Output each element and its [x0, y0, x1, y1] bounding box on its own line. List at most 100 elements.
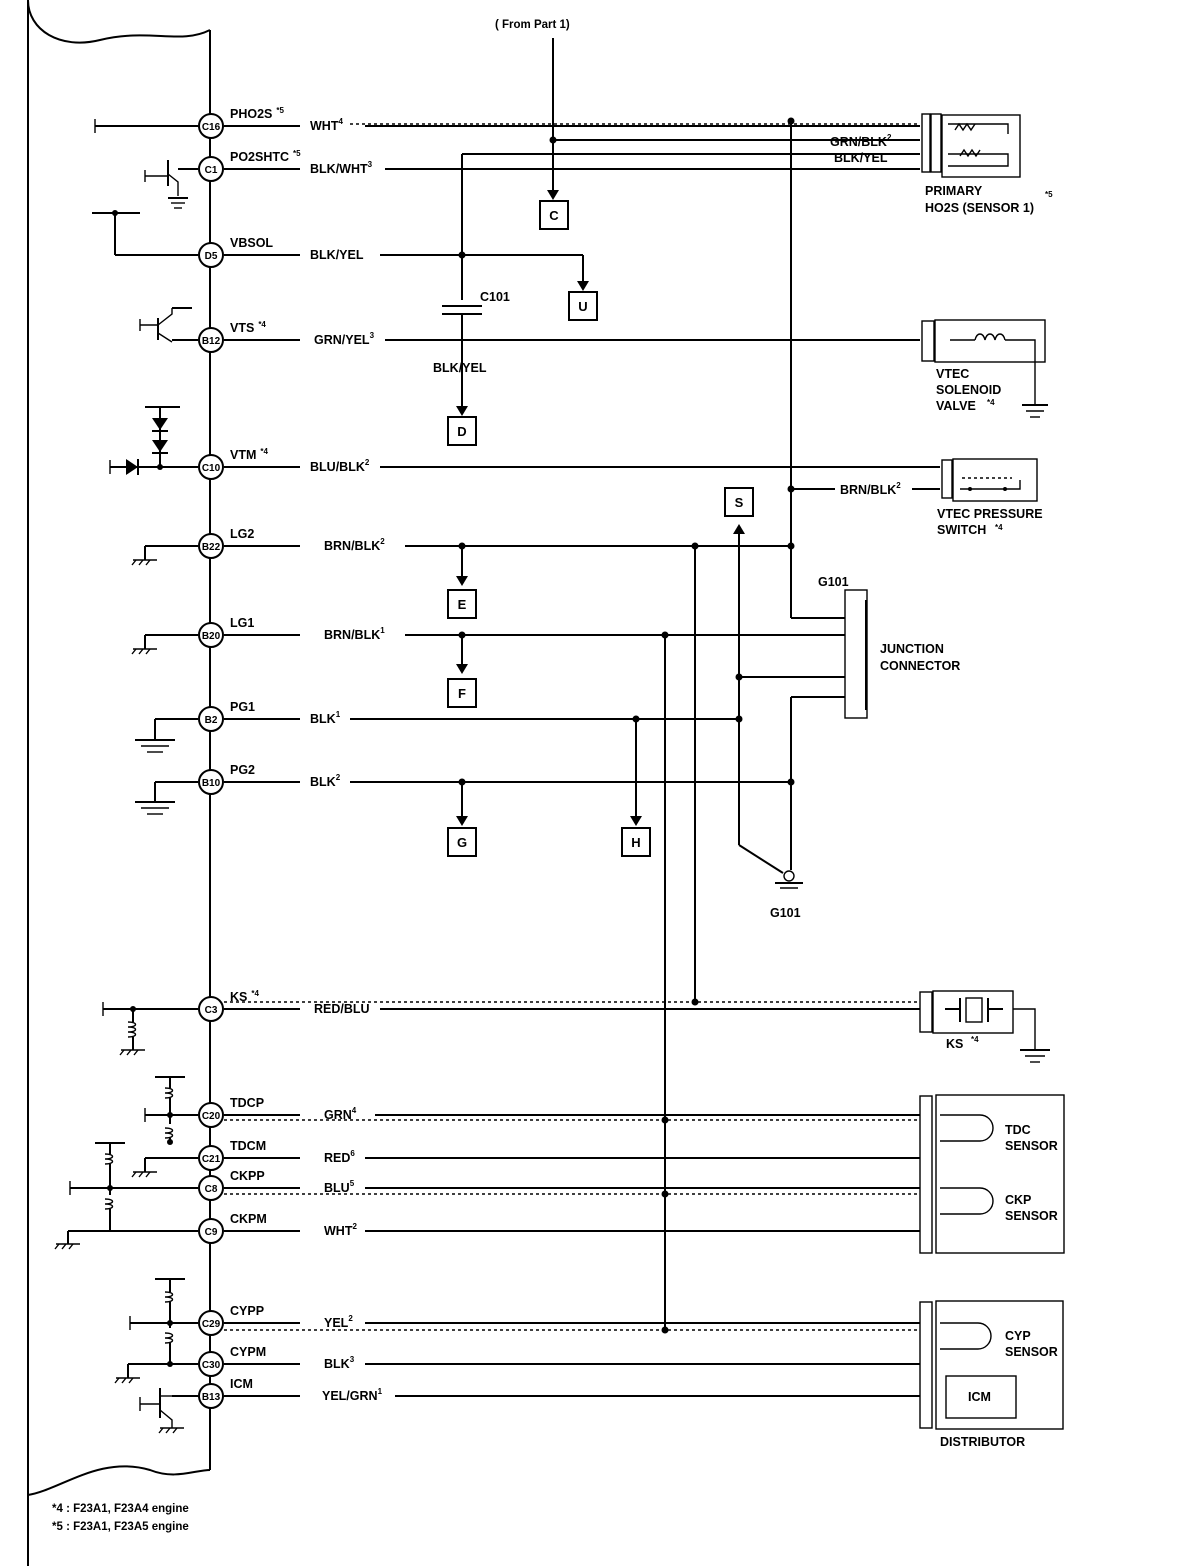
pin-label-d5: D5 [205, 251, 218, 262]
wire-label-b12: GRN/YEL3 [314, 331, 375, 347]
pin-label-c10: C10 [202, 463, 221, 474]
ckp-filter [54, 1142, 198, 1250]
signal-vts: VTS*4 [230, 320, 266, 335]
pin-b20 [198, 622, 224, 648]
signal-pg2: PG2 [230, 763, 255, 777]
signal-ckpp: CKPP [230, 1169, 265, 1183]
signal-ckpm: CKPM [230, 1212, 267, 1226]
pin-c10 [198, 454, 224, 480]
pin-label-c9: C9 [205, 1227, 218, 1238]
ho2s-blkyel-label: BLK/YEL [834, 151, 888, 165]
pin-label-b10: B10 [202, 778, 221, 789]
ckp-label-1: CKP [1005, 1193, 1031, 1207]
distributor-label: DISTRIBUTOR [940, 1435, 1025, 1449]
pin-d5 [198, 242, 224, 268]
pin-c9 [198, 1218, 224, 1244]
vtec-sol-mark: *4 [987, 398, 995, 407]
pin-c30 [198, 1351, 224, 1377]
wire-label-b13: YEL/GRN1 [322, 1387, 383, 1403]
pin-c3 [198, 996, 224, 1022]
junction-label-1: JUNCTION [880, 642, 944, 656]
signal-pg1: PG1 [230, 700, 255, 714]
knock-sensor [919, 990, 1050, 1063]
signal-vtm: VTM*4 [230, 447, 269, 462]
distributor [919, 1300, 1064, 1430]
c101-out-label: BLK/YEL [433, 361, 487, 375]
signal-cypm: CYPM [230, 1345, 266, 1359]
ho2s-label-2: HO2S (SENSOR 1) [925, 201, 1034, 215]
g101-top-label: G101 [818, 575, 849, 589]
pin-label-c29: C29 [202, 1319, 221, 1330]
wire-label-c1: BLK/WHT3 [310, 160, 373, 176]
tdc-label-1: TDC [1005, 1123, 1031, 1137]
vtec-ps-mark: *4 [995, 523, 1003, 532]
pin-label-b2: B2 [205, 715, 218, 726]
ecm-pin-group: C16PHO2S*5WHT4C1PO2SHTC*5BLK/WHT3D5VBSOL… [198, 106, 385, 1409]
pin-label-c20: C20 [202, 1111, 221, 1122]
wire-label-c10: BLU/BLK2 [310, 458, 370, 474]
pin-label-c1: C1 [205, 165, 218, 176]
vtec-ps-wire-label: BRN/BLK2 [840, 481, 901, 497]
pin-label-c16: C16 [202, 122, 221, 133]
pin-c16 [198, 113, 224, 139]
offpage-label-h: H [631, 835, 640, 850]
icm-transistor [139, 1388, 198, 1434]
wire-label-b2: BLK1 [310, 710, 341, 726]
offpage-box-c [539, 200, 569, 230]
note-4: *4 : F23A1, F23A4 engine [52, 1503, 189, 1515]
signal-tdcp: TDCP [230, 1096, 264, 1110]
signal-po2shtc: PO2SHTC*5 [230, 149, 301, 164]
offpage-box-s [724, 487, 754, 517]
pin-b10 [198, 769, 224, 795]
signal-vbsol: VBSOL [230, 236, 273, 250]
vtec-sol-label-2: SOLENOID [936, 383, 1001, 397]
tdc-label-2: SENSOR [1005, 1139, 1058, 1153]
signal-lg2: LG2 [230, 527, 254, 541]
pin-b2 [198, 706, 224, 732]
wire-label-c16: WHT4 [310, 117, 343, 133]
offpage-box-e [447, 589, 477, 619]
g101-ground [738, 844, 803, 889]
ho2s-mark: *5 [1045, 190, 1053, 199]
vtec-ps-label-2: SWITCH [937, 523, 986, 537]
offpage-box-f [447, 678, 477, 708]
ks-filter [102, 1002, 198, 1056]
signal-lg1: LG1 [230, 616, 254, 630]
junction-label-2: CONNECTOR [880, 659, 960, 673]
vtec-pressure-switch [941, 458, 1038, 502]
pin-b12 [198, 327, 224, 353]
wire-label-b10: BLK2 [310, 773, 341, 789]
pin-label-b12: B12 [202, 336, 221, 347]
icm-label: ICM [968, 1390, 991, 1404]
junction-connector [735, 589, 868, 719]
wire-label-c29: YEL2 [324, 1314, 353, 1330]
pin-label-c8: C8 [205, 1184, 218, 1195]
g101-bottom-label: G101 [770, 906, 801, 920]
cyp-label-2: SENSOR [1005, 1345, 1058, 1359]
wire-label-c21: RED6 [324, 1149, 355, 1165]
pin-c8 [198, 1175, 224, 1201]
signal-cypp: CYPP [230, 1304, 264, 1318]
offpage-box-u [568, 291, 598, 321]
vtec-sol-label-1: VTEC [936, 367, 969, 381]
ks-label: KS [946, 1037, 963, 1051]
signal-tdcm: TDCM [230, 1139, 266, 1153]
offpage-label-f: F [458, 686, 466, 701]
pin-c29 [198, 1310, 224, 1336]
pin-c21 [198, 1145, 224, 1171]
wire-label-c9: WHT2 [324, 1222, 357, 1238]
wire-label-c30: BLK3 [324, 1355, 355, 1371]
offpage-label-c: C [549, 208, 559, 223]
pin-c1 [198, 156, 224, 182]
ho2s-label-1: PRIMARY [925, 184, 983, 198]
offpage-label-s: S [735, 495, 744, 510]
vtec-solenoid-valve [921, 319, 1048, 418]
offpage-box-d [447, 416, 477, 446]
primary-ho2s-sensor [921, 113, 1021, 178]
pin-b13 [198, 1383, 224, 1409]
vtm-diodes [109, 406, 198, 475]
cyp-filter [114, 1278, 198, 1384]
arrow-c [547, 190, 559, 200]
ckp-label-2: SENSOR [1005, 1209, 1058, 1223]
